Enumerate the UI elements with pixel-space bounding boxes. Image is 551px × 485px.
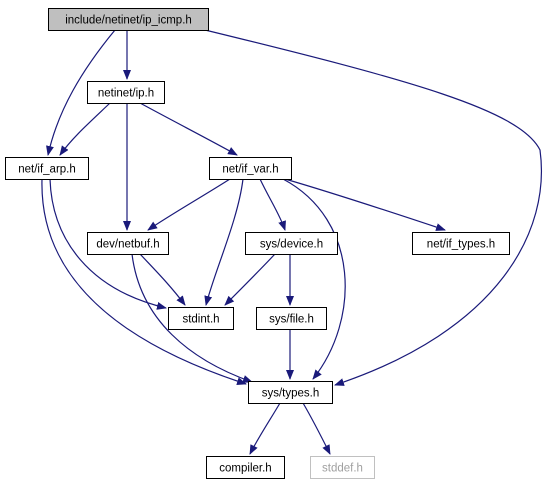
edge-types-to-compiler bbox=[249, 402, 281, 455]
node-label-ip: netinet/ip.h bbox=[98, 88, 154, 100]
nodes-layer: include/netinet/ip_icmp.h netinet/ip.h net… bbox=[5, 8, 510, 479]
edge-ip-to-if_arp bbox=[59, 102, 111, 156]
node-label-compiler: compiler.h bbox=[219, 463, 271, 475]
node-label-if_arp: net/if_arp.h bbox=[18, 164, 76, 176]
edge-netbuf-to-stdint bbox=[139, 253, 186, 306]
node-box-stdint bbox=[168, 307, 234, 330]
node-label-netbuf: dev/netbuf.h bbox=[96, 239, 159, 251]
node-label-if_types: net/if_types.h bbox=[427, 239, 495, 251]
edge-if_var-to-if_types bbox=[284, 178, 446, 231]
edge-if_var-to-device bbox=[259, 178, 286, 231]
node-box-if_var bbox=[209, 157, 292, 180]
edge-if_var-to-netbuf bbox=[147, 178, 231, 231]
node-box-types bbox=[248, 381, 333, 404]
node-box-stddef bbox=[310, 456, 375, 479]
node-box-if_arp bbox=[5, 157, 89, 180]
node-label-if_var: net/if_var.h bbox=[222, 164, 278, 176]
edge-if_var-to-stdint bbox=[204, 178, 244, 306]
node-label-ip_icmp: include/netinet/ip_icmp.h bbox=[65, 15, 192, 27]
node-label-file: sys/file.h bbox=[269, 314, 314, 326]
edge-netbuf-to-types bbox=[131, 253, 253, 383]
node-ip[interactable]: netinet/ip.h bbox=[87, 81, 165, 104]
node-box-compiler bbox=[206, 456, 285, 479]
edges-layer bbox=[41, 29, 542, 455]
node-file[interactable]: sys/file.h bbox=[256, 307, 327, 330]
node-stddef: stddef.h bbox=[310, 456, 375, 479]
node-compiler[interactable]: compiler.h bbox=[206, 456, 285, 479]
node-types[interactable]: sys/types.h bbox=[248, 381, 333, 404]
node-label-types: sys/types.h bbox=[262, 388, 320, 400]
edge-if_var-to-types bbox=[282, 178, 346, 380]
edge-ip_icmp-to-if_arp bbox=[46, 29, 116, 156]
node-box-if_types bbox=[412, 232, 510, 255]
edge-types-to-stddef bbox=[302, 402, 331, 455]
edge-device-to-stdint bbox=[224, 253, 276, 306]
node-stdint[interactable]: stdint.h bbox=[168, 307, 234, 330]
node-device[interactable]: sys/device.h bbox=[245, 232, 338, 255]
edge-if_arp-to-stdint bbox=[49, 178, 167, 310]
node-box-netbuf bbox=[87, 232, 169, 255]
edge-if_arp-to-types bbox=[41, 178, 247, 386]
node-box-file bbox=[256, 307, 327, 330]
node-netbuf[interactable]: dev/netbuf.h bbox=[87, 232, 169, 255]
node-if_types[interactable]: net/if_types.h bbox=[412, 232, 510, 255]
node-box-ip bbox=[87, 81, 165, 104]
edge-ip_icmp-to-types bbox=[204, 29, 542, 386]
edge-ip-to-if_var bbox=[139, 102, 238, 156]
node-label-stddef: stddef.h bbox=[322, 463, 363, 475]
node-box-ip_icmp bbox=[48, 8, 209, 31]
node-ip_icmp[interactable]: include/netinet/ip_icmp.h bbox=[48, 8, 209, 31]
node-box-device bbox=[245, 232, 338, 255]
node-label-stdint: stdint.h bbox=[182, 314, 219, 326]
node-if_arp[interactable]: net/if_arp.h bbox=[5, 157, 89, 180]
node-if_var[interactable]: net/if_var.h bbox=[209, 157, 292, 180]
node-label-device: sys/device.h bbox=[260, 239, 323, 251]
